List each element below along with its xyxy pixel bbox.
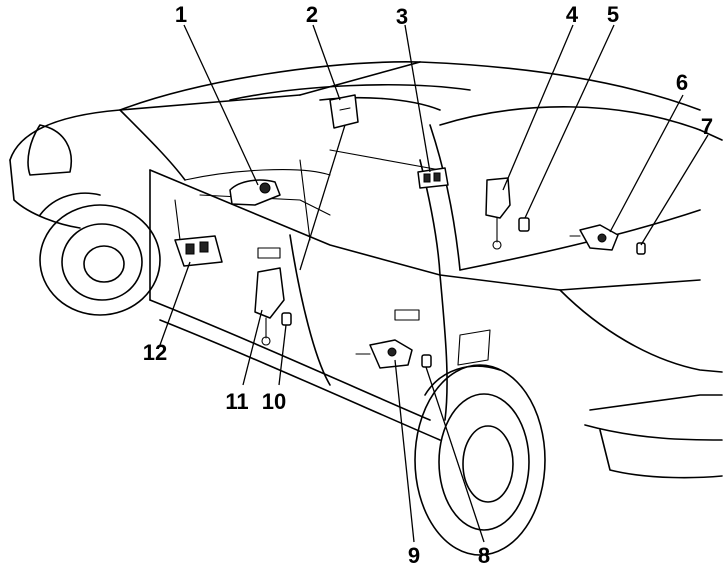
leader-2 (312, 24, 341, 101)
leader-3 (404, 24, 431, 173)
leader-8 (425, 366, 485, 543)
front-wheel (39, 192, 161, 316)
component-5-switch (518, 217, 530, 232)
callout-7: 7 (700, 114, 714, 139)
component-11-front-door-lock (254, 267, 285, 346)
callout-5: 5 (606, 2, 620, 27)
callout-11: 11 (225, 389, 249, 414)
leader-lines (159, 24, 709, 543)
leader-12 (159, 261, 191, 346)
callout-2: 2 (305, 2, 319, 27)
callout-12: 12 (142, 340, 168, 365)
callout-8: 8 (477, 543, 491, 568)
rear-wheel (414, 364, 546, 556)
leader-7 (640, 134, 709, 246)
leader-9 (394, 359, 415, 543)
component-4-lock-actuator (485, 177, 511, 250)
callout-3: 3 (395, 4, 409, 29)
component-12-master-switch (174, 235, 223, 267)
callout-10: 10 (261, 389, 287, 414)
car-body (9, 61, 723, 479)
callout-9: 9 (407, 543, 421, 568)
component-10-switch (281, 312, 292, 326)
leader-11 (242, 309, 263, 386)
component-1-keyswitch (229, 179, 281, 206)
component-8-switch (421, 354, 432, 368)
component-3-window-switch (417, 167, 449, 189)
leader-1 (183, 24, 259, 186)
component-6-trunk-lock (569, 224, 619, 251)
callout-4: 4 (565, 2, 579, 27)
component-9-rear-door-lock (355, 339, 413, 369)
leader-4 (502, 24, 574, 191)
leader-5 (524, 24, 615, 219)
leader-2b (299, 124, 346, 271)
callout-6: 6 (675, 70, 689, 95)
leader-6 (609, 94, 684, 233)
component-2-module (329, 94, 359, 129)
component-7-switch (636, 242, 646, 255)
leader-10 (278, 324, 287, 386)
callout-1: 1 (174, 2, 188, 27)
